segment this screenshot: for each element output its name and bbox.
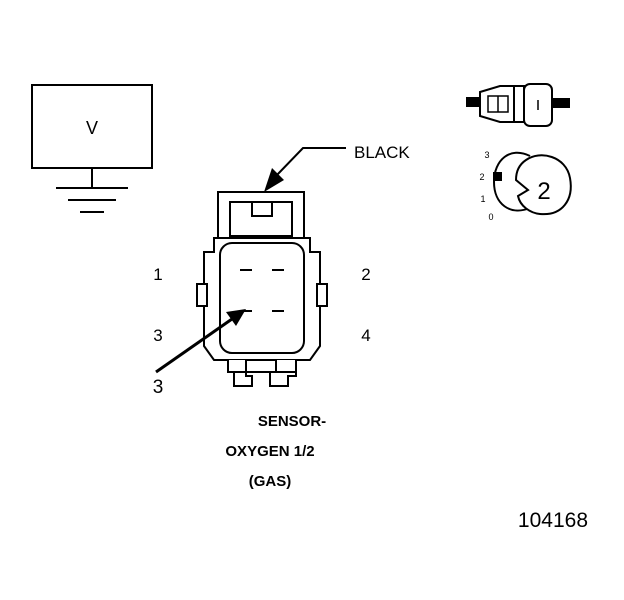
- pin-label-2: 2: [361, 265, 370, 284]
- voltmeter-symbol: V: [86, 118, 98, 138]
- probe-arrow: 3: [153, 309, 246, 398]
- pin-label-4: 4: [361, 326, 370, 345]
- pin-label-3: 3: [153, 326, 162, 345]
- view-dial: 3 2 1 0 2: [479, 150, 572, 222]
- dial-selected-position: 2: [537, 178, 550, 205]
- connector-name-line-3: (GAS): [249, 473, 292, 490]
- dial-position-2: 2: [479, 172, 484, 182]
- connector-pair-icon: [466, 83, 570, 127]
- dial-position-1: 1: [480, 194, 485, 204]
- connector-name-line-2: OXYGEN 1/2: [225, 443, 314, 460]
- voltmeter-box: [31, 84, 153, 169]
- color-callout: BLACK: [264, 143, 410, 192]
- dial-position-0: 0: [488, 212, 493, 222]
- connector-face: [196, 191, 328, 387]
- voltmeter: V: [31, 84, 153, 213]
- probe-pin-label: 3: [153, 377, 164, 398]
- connector-name-line-1: SENSOR-: [258, 413, 326, 430]
- figure-number: 104168: [518, 509, 588, 532]
- ground-icon: [56, 187, 128, 213]
- connector-color-label: BLACK: [354, 143, 410, 162]
- pin-label-1: 1: [153, 265, 162, 284]
- dial-marker: [493, 172, 502, 181]
- dial-position-3: 3: [484, 150, 489, 160]
